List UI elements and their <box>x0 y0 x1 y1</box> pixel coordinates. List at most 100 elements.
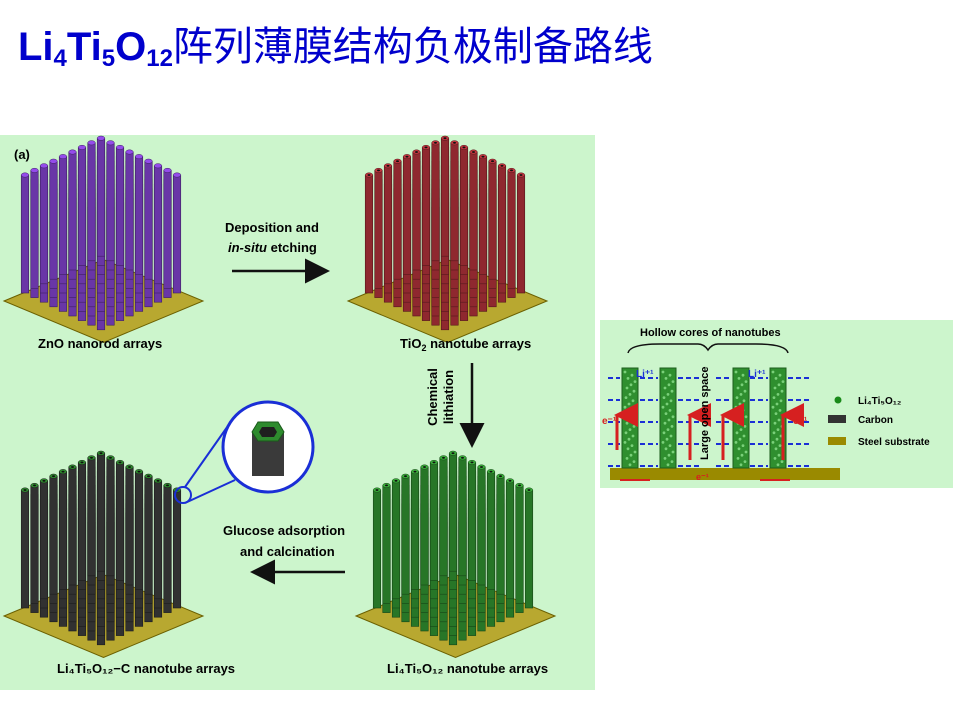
nanorod <box>49 475 58 595</box>
nanorod <box>153 165 163 285</box>
nanorod <box>486 471 496 590</box>
tube-grain <box>625 421 629 425</box>
synthesis-diagram: (a) Deposition and in-situ etching Chemi… <box>2 135 557 676</box>
nanotube-core <box>404 475 407 478</box>
page-title: Li4Ti5O12阵列薄膜结构负极制备路线 <box>18 14 653 73</box>
li-ion-label-left: Li⁺¹ <box>636 369 654 380</box>
tube-grain <box>741 409 745 412</box>
tube-grain <box>736 457 740 460</box>
nanorod <box>459 147 469 266</box>
tube-grain <box>741 444 745 447</box>
label-lto-c: Li₄Ti₅O₁₂−C nanotube arrays <box>57 661 235 676</box>
legend-substrate-icon <box>828 437 846 445</box>
tube-grain <box>623 370 627 374</box>
nanorod <box>77 462 87 581</box>
nanotube-core <box>23 489 27 491</box>
tube-grain <box>734 441 738 444</box>
tube-grain <box>668 373 672 377</box>
tube-grain <box>624 396 628 399</box>
tube-grain <box>668 409 672 412</box>
tube-grain <box>778 373 782 377</box>
tube-grain <box>743 425 747 428</box>
nanorod <box>58 471 68 590</box>
tube-grain <box>626 412 630 415</box>
tube-grain <box>626 377 630 380</box>
tube-grain <box>744 380 748 383</box>
single-nanotube-icon <box>251 421 285 476</box>
tube-grain <box>625 386 629 390</box>
lto-c-nanotube-block <box>2 450 205 658</box>
nanotube-core <box>375 489 379 491</box>
nanotube-core <box>394 479 398 482</box>
tube-grain <box>623 441 627 444</box>
nanorod <box>68 466 77 586</box>
step1-label-line2: in-situ etching <box>228 240 317 255</box>
nanotube-core <box>508 479 512 482</box>
step2-label-line2: lithiation <box>441 370 456 424</box>
nanorod <box>364 174 374 294</box>
tube-grain <box>666 393 670 396</box>
tube-grain <box>773 421 777 425</box>
hollow-cores-heading: Hollow cores of nanotubes <box>640 327 781 339</box>
nanotube-core <box>499 475 502 478</box>
lto-nanotube-block <box>354 450 557 658</box>
nanorod-top <box>59 154 67 160</box>
tube-grain <box>632 425 636 428</box>
nanorod <box>125 151 134 271</box>
tube-grain <box>774 447 778 451</box>
tube-grain <box>671 380 675 383</box>
nanorod <box>496 475 505 595</box>
tube-grain <box>777 418 781 422</box>
tube-grain <box>670 425 674 428</box>
tube-grain <box>666 428 670 431</box>
tube-grain <box>777 383 781 387</box>
nanotube-core <box>461 456 464 459</box>
tube-grain <box>633 415 637 419</box>
tube-grain <box>661 405 665 409</box>
tube-grain <box>780 460 784 463</box>
step1-rest: etching <box>267 240 317 255</box>
nanotube-core <box>424 146 428 149</box>
nanorod <box>383 165 393 285</box>
tube-grain <box>734 405 738 409</box>
nanotube-core <box>443 137 447 140</box>
title-sub-4: 4 <box>53 45 67 72</box>
title-chinese: 阵列薄膜结构负极制备路线 <box>172 24 653 70</box>
tube-grain <box>663 386 667 390</box>
nanorod <box>507 170 516 289</box>
nanorod <box>478 156 488 275</box>
nanorod-top <box>78 144 86 150</box>
tube-grain <box>667 418 671 422</box>
tube-grain <box>625 457 629 460</box>
tube-grain <box>671 415 675 419</box>
nanotube-core <box>489 470 493 473</box>
nanotube-core <box>470 461 474 464</box>
nanorod-top <box>40 163 48 169</box>
tube-grain <box>773 457 777 460</box>
tube-grain <box>774 377 778 380</box>
nanotube-core <box>147 475 150 478</box>
tube-grain <box>665 402 669 406</box>
tube-grain <box>629 453 633 457</box>
nanorod-top <box>106 140 115 146</box>
nanorod-top <box>68 149 77 155</box>
nanorod-top <box>87 140 96 146</box>
nanorod <box>20 489 30 609</box>
nanorod <box>134 471 144 590</box>
tube-grain <box>743 460 747 463</box>
nanorod <box>30 170 39 289</box>
open-space-label: Large open space <box>699 366 711 460</box>
tube-grain <box>662 431 666 435</box>
nanotube-core <box>52 475 55 478</box>
tube-grain <box>627 402 631 406</box>
tube-grain <box>667 383 671 387</box>
tube-grain <box>775 437 779 441</box>
nanorod <box>106 457 115 577</box>
nanotube-core <box>377 169 380 172</box>
step3-label-line1: Glucose adsorption <box>223 523 345 538</box>
tube-grain <box>742 399 746 403</box>
nanorod <box>172 489 182 609</box>
nanorod-top <box>97 135 105 141</box>
tube-grain <box>664 412 668 415</box>
nanorod <box>125 466 134 586</box>
